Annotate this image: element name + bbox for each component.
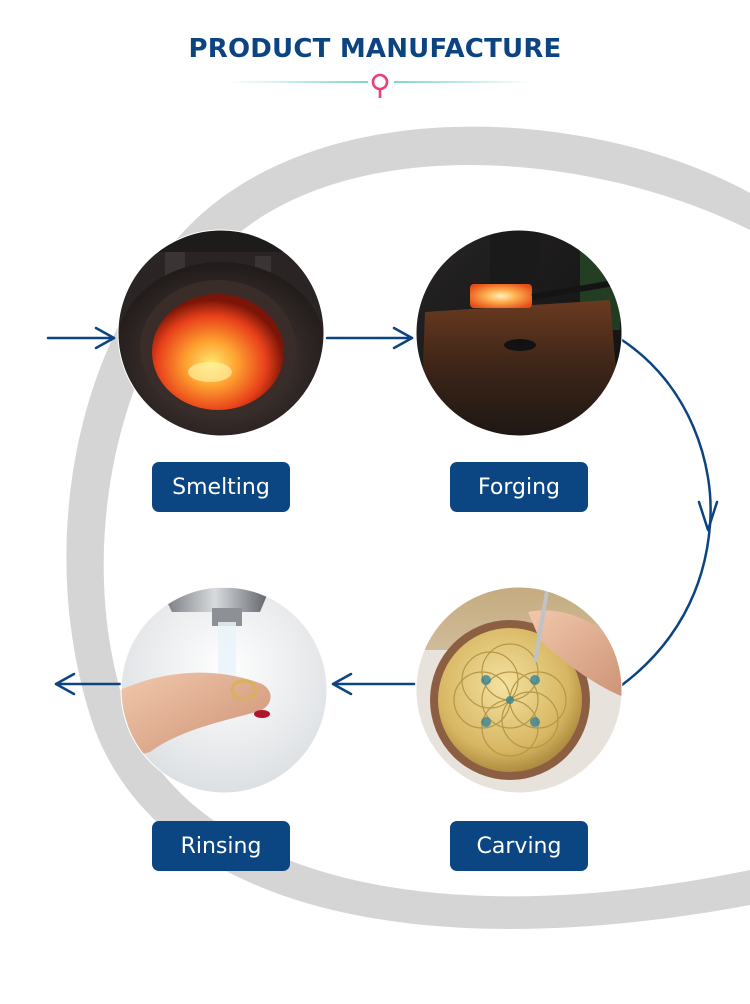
header-divider xyxy=(230,73,532,98)
location-pin-icon xyxy=(371,73,389,98)
divider-line-left xyxy=(230,81,368,83)
step-image-carving xyxy=(415,586,623,794)
step-label-carving: Carving xyxy=(450,821,588,871)
step-image-forging xyxy=(415,229,623,437)
divider-line-right xyxy=(394,81,532,83)
step-label-rinsing: Rinsing xyxy=(152,821,290,871)
arrow-icon xyxy=(331,672,416,696)
arrow-icon xyxy=(620,338,719,687)
step-label-forging: Forging xyxy=(450,462,588,512)
step-label-smelting: Smelting xyxy=(152,462,290,512)
step-image-rinsing xyxy=(120,586,328,794)
arrow-icon xyxy=(54,672,122,696)
flow-arrows xyxy=(46,326,719,696)
page-title: PRODUCT MANUFACTURE xyxy=(188,34,562,64)
arrow-icon xyxy=(46,326,116,350)
arrow-icon xyxy=(325,326,414,350)
step-image-smelting xyxy=(117,229,325,437)
